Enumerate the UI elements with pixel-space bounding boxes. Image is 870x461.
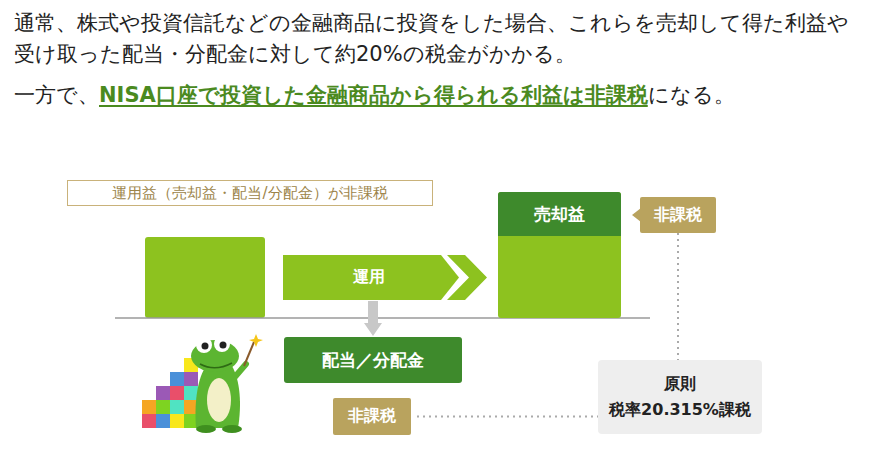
intro-text: 通常、株式や投資信託などの金融商品に投資をした場合、これらを売却して得た利益や受… [14, 8, 864, 70]
box-label: 配当／分配金 [322, 349, 424, 372]
arrow-shape [283, 255, 487, 300]
highlight-text: NISA口座で投資した金融商品から得られる利益は非課税 [99, 83, 648, 107]
box-label: 売却益 [534, 203, 585, 226]
tax-free-tag: 非課税 [640, 197, 716, 233]
flow-arrow-down [364, 301, 382, 336]
intro-text: 一方で、NISA口座で投資した金融商品から得られる利益は非課税になる。 [14, 80, 864, 111]
tag-pointer [632, 208, 641, 222]
sale-profit-box: 売却益 [498, 192, 621, 318]
box-label: 非課税 [348, 406, 396, 427]
dotted-connector [678, 233, 679, 360]
box-label: 運用 [353, 267, 385, 288]
tax-free-tag: 非課税 [333, 398, 411, 435]
box-label: 運用益（売却益・配当/分配金）が非課税 [112, 184, 387, 203]
title-tag: 運用益（売却益・配当/分配金）が非課税 [67, 180, 433, 206]
dotted-connector [417, 416, 598, 417]
intro-text: 一方で、 [14, 83, 99, 107]
box-label: 非課税 [654, 205, 702, 226]
box-heading: 原則 [664, 371, 696, 397]
dividend-box: 配当／分配金 [284, 337, 462, 383]
mascot [142, 334, 263, 433]
investment-box [145, 237, 265, 318]
box-label: 税率20.315%課税 [609, 397, 751, 423]
box-header: 売却益 [498, 192, 621, 236]
intro-text: 通常、株式や投資信託などの金融商品に投資をした場合、これらを売却して得た利益や受… [14, 11, 849, 66]
flow-arrow: 運用 [283, 255, 487, 300]
intro-text: になる。 [648, 83, 735, 107]
tax-rule-box: 原則税率20.315%課税 [598, 360, 762, 434]
